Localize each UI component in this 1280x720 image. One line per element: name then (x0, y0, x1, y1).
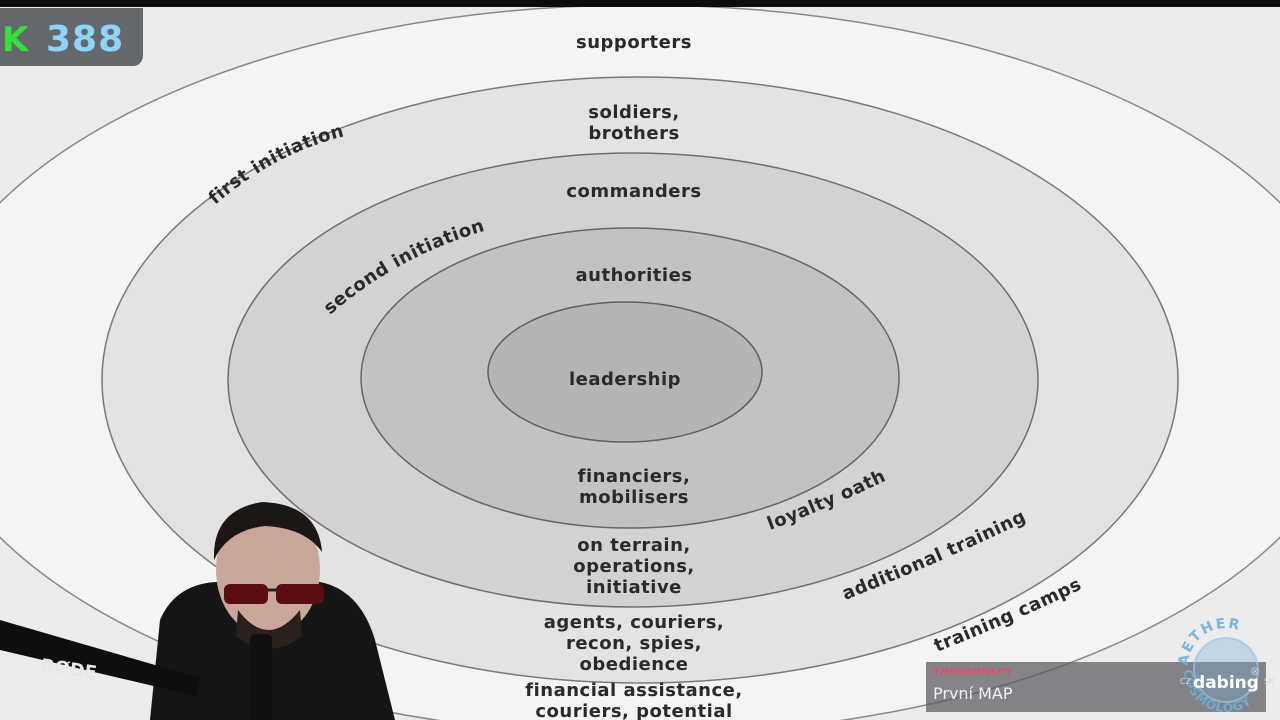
logo-right-text: SK (1264, 677, 1275, 686)
hoodie-shape (150, 582, 395, 720)
chat-message-text: První MAP (933, 684, 1013, 703)
label-soldiers-line2: brothers (588, 123, 679, 144)
chat-username: THEOKONSPY (933, 667, 1013, 678)
logo-left-text: CZ (1180, 677, 1192, 686)
close-icon[interactable]: ⊗ (1248, 664, 1262, 678)
sunglasses-left-lens (224, 584, 268, 604)
kick-viewer-badge: K 388 (0, 8, 143, 66)
label-financiers-line1: financiers, (578, 466, 691, 487)
viewer-count: 388 (46, 19, 125, 60)
label-financiers-line2: mobilisers (579, 487, 689, 508)
aether-cosmology-dabing-logo: AETHER COSMOLOGY dabing CZ SK (1176, 616, 1275, 716)
sunglasses-right-lens (276, 584, 324, 604)
core-leadership (487, 301, 763, 443)
label-terrain-line2: operations, (573, 556, 695, 577)
label-supporters: supporters (576, 32, 692, 53)
kick-logo-icon: K (2, 20, 29, 60)
label-assistance-line2: couriers, potential (535, 701, 732, 720)
logo-globe-icon (1193, 637, 1259, 703)
label-terrain-line1: on terrain, (577, 535, 690, 556)
chat-message-overlay: THEOKONSPY První MAP ⊗ (926, 662, 1266, 712)
label-agents-line3: obedience (580, 654, 689, 675)
logo-main-text: dabing (1193, 673, 1259, 693)
mic-arm (0, 620, 200, 696)
microphone-icon (250, 634, 272, 720)
hair-shape (213, 502, 322, 560)
label-commanders: commanders (566, 181, 701, 202)
label-authorities: authorities (576, 265, 693, 286)
label-assistance-line1: financial assistance, (525, 680, 742, 701)
label-agents-line2: recon, spies, (566, 633, 702, 654)
label-soldiers-line1: soldiers, (588, 102, 679, 123)
webcam-feed: RØDE (0, 502, 395, 720)
top-letterbox-bar (0, 0, 1280, 7)
label-leadership: leadership (569, 369, 681, 390)
label-terrain-line3: initiative (586, 577, 682, 598)
label-agents-line1: agents, couriers, (544, 612, 725, 633)
